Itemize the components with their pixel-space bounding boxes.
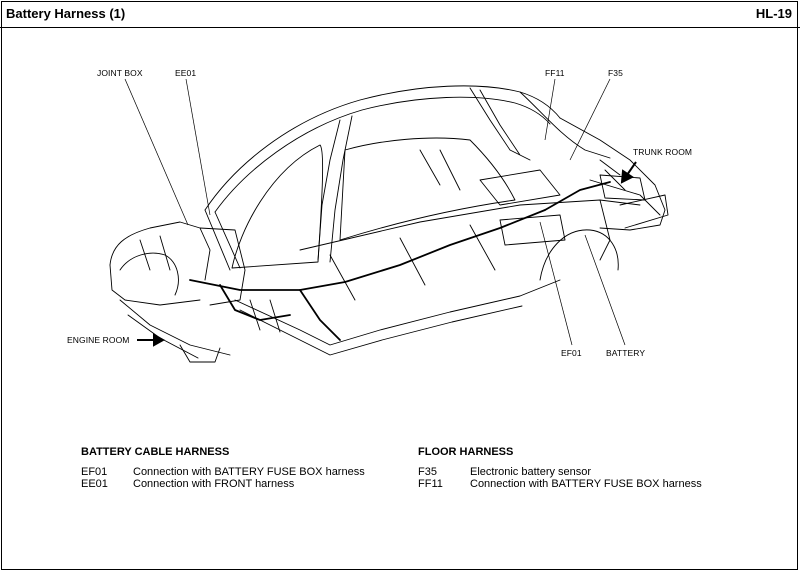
leader-f35 <box>569 78 611 161</box>
page-title: Battery Harness (1) <box>6 6 126 21</box>
legend-row: F35 Electronic battery sensor <box>418 466 702 478</box>
legend-code: FF11 <box>418 478 443 490</box>
trunk-room-arrow <box>620 161 637 184</box>
callout-f35: F35 <box>608 68 623 78</box>
callout-trunk-room: TRUNK ROOM <box>633 147 693 157</box>
harness-main <box>189 209 546 291</box>
harness-branch-2 <box>299 289 341 341</box>
floor-pan <box>299 199 641 251</box>
page-header: Battery Harness (1) HL-19 <box>0 0 800 28</box>
legend-heading: FLOOR HARNESS <box>418 446 514 458</box>
front-apron <box>109 264 201 306</box>
callout-joint-box: JOINT BOX <box>97 68 143 78</box>
legend-desc: Connection with FRONT harness <box>133 478 295 490</box>
side-sill <box>234 279 561 346</box>
legend-desc: Connection with BATTERY FUSE BOX harness <box>470 478 702 490</box>
callout-ff11: FF11 <box>545 68 565 78</box>
front-strut-tower <box>109 221 211 281</box>
trunk-floor <box>589 179 661 261</box>
roof-outline <box>204 85 561 211</box>
legend-heading: BATTERY CABLE HARNESS <box>81 446 230 458</box>
legend-desc: Electronic battery sensor <box>470 466 592 478</box>
leader-battery <box>584 234 626 346</box>
harness-rear <box>544 181 611 211</box>
front-crossmember <box>179 344 221 363</box>
front-door-opening <box>231 144 324 269</box>
front-wheelhouse <box>119 252 179 296</box>
floor-cross-1 <box>329 224 496 301</box>
leader-ee01 <box>185 78 211 216</box>
legend-row: EF01 Connection with BATTERY FUSE BOX ha… <box>81 466 365 478</box>
front-rail <box>119 299 231 359</box>
callout-ef01: EF01 <box>561 348 582 358</box>
rear-wheel-arch <box>539 229 619 281</box>
legend-code: EE01 <box>81 478 108 490</box>
rear-door-opening <box>339 137 516 241</box>
legend-floor-harness: FLOOR HARNESS F35 Electronic battery sen… <box>418 446 702 490</box>
rear-floor-detail <box>479 169 566 246</box>
page-number: HL-19 <box>755 6 792 21</box>
callout-engine-room: ENGINE ROOM <box>67 335 130 345</box>
side-sill-lower <box>239 305 523 356</box>
roof-inner <box>214 96 551 213</box>
car-body-harness-diagram <box>109 78 669 363</box>
rear-window <box>519 91 611 159</box>
windshield-pillar <box>204 209 241 271</box>
detail-lines <box>139 149 626 333</box>
legend-desc: Connection with BATTERY FUSE BOX harness <box>133 466 365 478</box>
callout-ee01: EE01 <box>175 68 197 78</box>
leader-ff11 <box>544 78 556 141</box>
legend-code: EF01 <box>81 466 108 478</box>
legend-row: EE01 Connection with FRONT harness <box>81 478 365 490</box>
engine-room-arrow <box>137 333 166 347</box>
rear-quarter <box>559 117 666 231</box>
b-pillar <box>317 115 353 263</box>
leader-ef01 <box>539 221 573 346</box>
legend-battery-cable-harness: BATTERY CABLE HARNESS EF01 Connection wi… <box>81 446 365 490</box>
firewall <box>199 227 246 306</box>
leader-joint-box <box>124 78 189 226</box>
legend-code: F35 <box>418 466 437 478</box>
callout-battery: BATTERY <box>606 348 646 358</box>
legend-row: FF11 Connection with BATTERY FUSE BOX ha… <box>418 478 702 490</box>
c-pillar <box>469 87 531 161</box>
